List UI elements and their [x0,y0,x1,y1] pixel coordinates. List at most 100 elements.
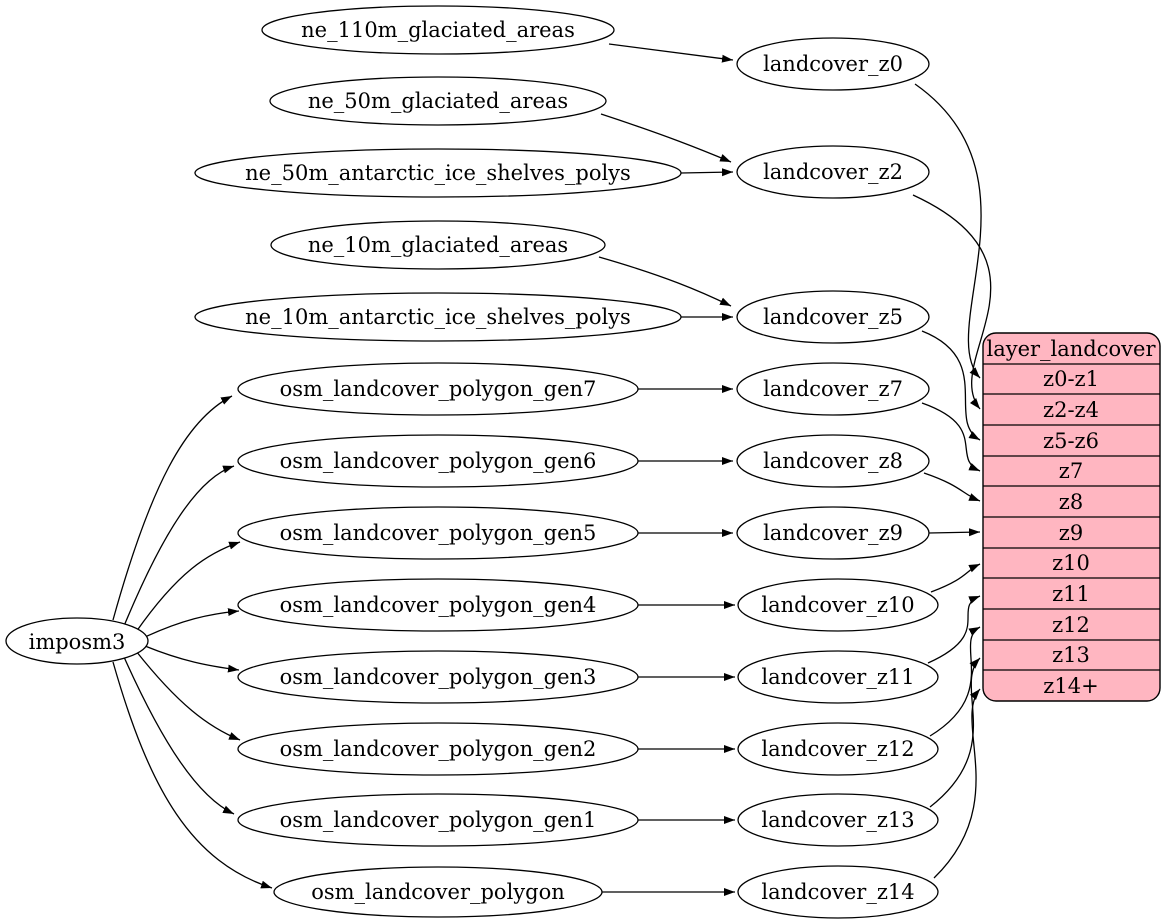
ellipse-shape [270,220,606,270]
edge-imposm3-to-osm-landcover-polygon [112,661,273,889]
node-osm-landcover-polygon: osm_landcover_polygon [273,866,603,918]
ellipse-shape [736,362,930,416]
node-osm-landcover-polygon-gen1: osm_landcover_polygon_gen1 [237,793,639,847]
ellipse-shape [237,506,639,560]
node-landcover-z7: landcover_z7 [736,362,930,416]
edge-ne-50m-antarctic-ice-shelves-polys-to-landcover-z2 [680,168,734,177]
node-label: imposm3 [29,630,126,654]
node-ne-50m-glaciated-areas: ne_50m_glaciated_areas [269,76,607,126]
node-label: ne_110m_glaciated_areas [301,18,575,42]
node-label: osm_landcover_polygon_gen7 [280,377,597,401]
ellipse-shape [273,866,603,918]
node-ne-110m-glaciated-areas: ne_110m_glaciated_areas [261,5,615,55]
ellipse-shape [736,434,930,488]
node-landcover-z11: landcover_z11 [737,650,939,704]
edge-landcover-z14-to-row-z14plus [933,688,981,879]
edges [112,43,992,896]
node-landcover-z0: landcover_z0 [736,37,930,91]
edge-ne-10m-glaciated-areas-to-landcover-z5 [598,256,732,307]
node-label: landcover_z7 [763,377,903,401]
node-landcover-z2: landcover_z2 [736,145,930,199]
node-ne-10m-antarctic-ice-shelves-polys: ne_10m_antarctic_ice_shelves_polys [194,292,682,342]
ellipse-shape [194,148,682,198]
node-label: landcover_z10 [761,593,914,617]
node-label: ne_10m_antarctic_ice_shelves_polys [245,305,631,329]
edge-imposm3-to-osm-landcover-polygon-gen5 [135,541,241,633]
table-row-z0-z1: z0-z1 [1043,367,1099,391]
ellipse-shape [237,434,639,488]
node-label: ne_50m_antarctic_ice_shelves_polys [245,161,631,185]
edge-ne-50m-glaciated-areas-to-landcover-z2 [600,113,732,163]
node-label: landcover_z12 [761,737,914,761]
node-osm-landcover-polygon-gen3: osm_landcover_polygon_gen3 [237,650,639,704]
ellipse-shape [736,145,930,199]
edge-imposm3-to-osm-landcover-polygon-gen3 [144,645,240,673]
node-landcover-z13: landcover_z13 [737,793,939,847]
ellipse-shape [737,650,939,704]
table-row-z2-z4: z2-z4 [1043,398,1099,422]
edge-imposm3-to-osm-landcover-polygon-gen6 [123,465,235,627]
node-osm-landcover-polygon-gen5: osm_landcover_polygon_gen5 [237,506,639,560]
source-nodes: ne_110m_glaciated_areas ne_50m_glaciated… [194,5,682,918]
table-row-z12: z12 [1052,613,1090,637]
node-label: landcover_z2 [763,160,903,184]
table-row-z8: z8 [1059,490,1083,514]
ellipse-shape [737,722,939,776]
edge-ne-110m-glaciated-areas-to-landcover-z0 [608,43,734,63]
ellipse-shape [737,865,939,919]
node-label: landcover_z8 [763,449,903,473]
ellipse-shape [237,793,639,847]
edge-imposm3-to-osm-landcover-polygon-gen4 [144,608,240,638]
node-landcover-z9: landcover_z9 [736,506,930,560]
node-label: osm_landcover_polygon_gen1 [280,808,597,832]
table-row-z7: z7 [1059,459,1083,483]
ellipse-shape [736,290,930,344]
table-row-z11: z11 [1052,582,1090,606]
node-osm-landcover-polygon-gen7: osm_landcover_polygon_gen7 [237,362,639,416]
node-imposm3: imposm3 [5,617,149,665]
node-landcover-z8: landcover_z8 [736,434,930,488]
node-label: ne_10m_glaciated_areas [308,233,568,257]
intermediate-nodes: landcover_z0 landcover_z2 landcover_z5 l… [736,37,939,919]
edge-landcover-z10-to-row-z10 [930,563,981,593]
node-label: osm_landcover_polygon [311,880,565,904]
ellipse-shape [237,362,639,416]
node-ne-50m-antarctic-ice-shelves-polys: ne_50m_antarctic_ice_shelves_polys [194,148,682,198]
edge-landcover-z5-to-row-z5-z6 [921,330,981,441]
table-title: layer_landcover [986,337,1156,361]
table-row-z9: z9 [1059,521,1083,545]
node-landcover-z14: landcover_z14 [737,865,939,919]
table-row-z14plus: z14+ [1043,674,1098,698]
edge-landcover-z2-to-row-z2-z4 [912,194,992,410]
ellipse-shape [261,5,615,55]
edge-landcover-z12-to-row-z12 [929,626,981,737]
ellipse-shape [736,37,930,91]
edge-landcover-z8-to-row-z8 [923,472,981,502]
node-label: osm_landcover_polygon_gen3 [280,665,597,689]
node-landcover-z5: landcover_z5 [736,290,930,344]
node-label: ne_50m_glaciated_areas [308,89,568,113]
table-row-z5-z6: z5-z6 [1043,429,1099,453]
node-label: osm_landcover_polygon_gen2 [280,737,597,761]
edge-imposm3-to-osm-landcover-polygon-gen1 [123,656,235,815]
node-label: osm_landcover_polygon_gen5 [280,521,597,545]
edge-landcover-z11-to-row-z11 [927,595,981,664]
edge-landcover-z0-to-row-z0-z1 [914,83,982,379]
node-landcover-z12: landcover_z12 [737,722,939,776]
node-landcover-z10: landcover_z10 [737,578,939,632]
edge-imposm3-to-osm-landcover-polygon-gen7 [112,395,233,621]
node-label: landcover_z14 [761,880,914,904]
layer-landcover-table: layer_landcover z0-z1 z2-z4 z5-z6 z7 z8 … [982,332,1161,702]
edge-landcover-z13-to-row-z13 [929,657,981,808]
table-row-z13: z13 [1052,643,1090,667]
node-label: landcover_z11 [761,665,914,689]
node-label: landcover_z9 [763,521,903,545]
ellipse-shape [269,76,607,126]
node-label: landcover_z0 [763,52,903,76]
node-osm-landcover-polygon-gen6: osm_landcover_polygon_gen6 [237,434,639,488]
edge-landcover-z9-to-row-z9 [928,528,981,537]
node-label: osm_landcover_polygon_gen6 [280,449,597,473]
node-label: osm_landcover_polygon_gen4 [280,593,597,617]
ellipse-shape [237,578,639,632]
